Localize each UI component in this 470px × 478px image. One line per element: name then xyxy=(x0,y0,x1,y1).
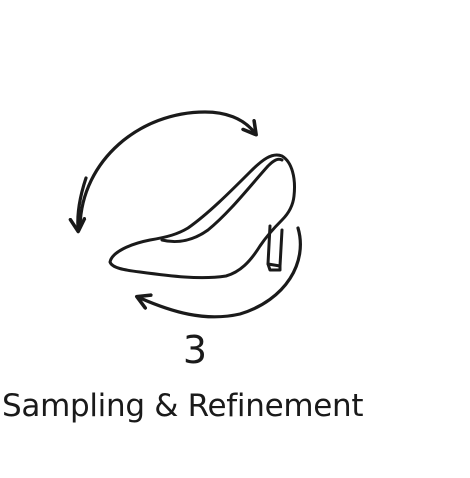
refresh-arrow-top xyxy=(78,110,258,228)
step-number: 3 xyxy=(182,328,208,372)
high-heel-shoe-icon xyxy=(108,153,296,280)
step-label: Sampling & Refinement xyxy=(2,388,364,424)
refresh-arrow-bottom xyxy=(135,226,302,319)
circular-refresh-arrows-icon xyxy=(68,110,302,319)
refresh-arrow-left xyxy=(68,176,88,234)
